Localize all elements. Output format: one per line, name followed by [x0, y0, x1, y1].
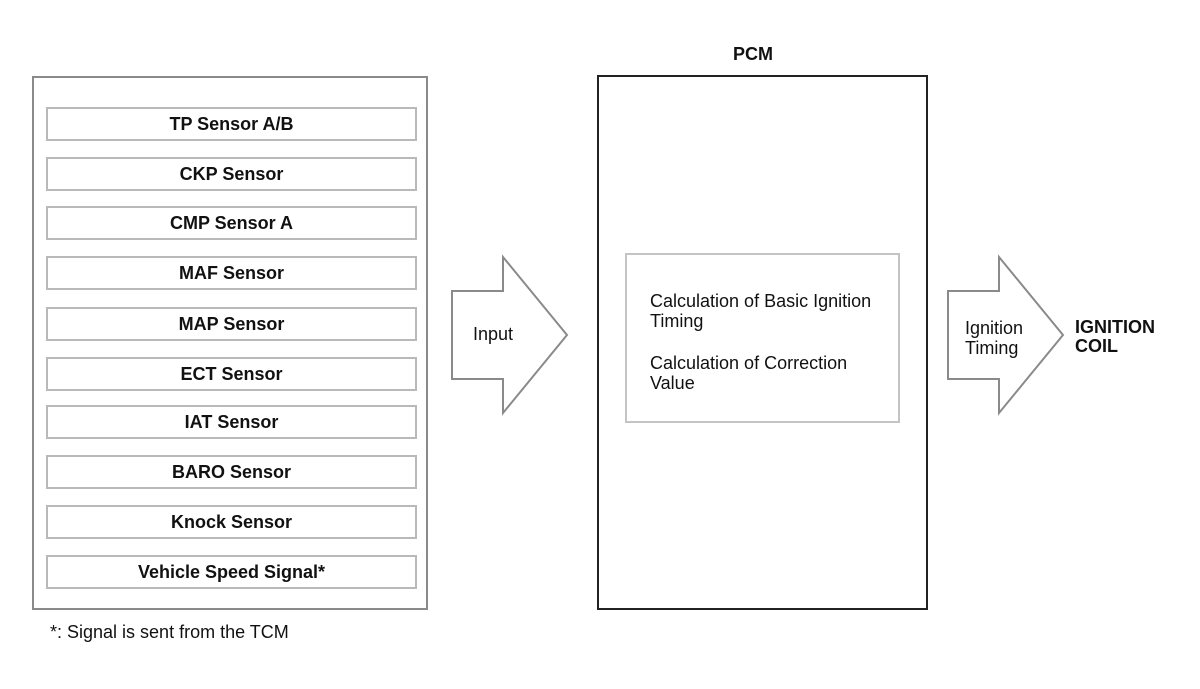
output-arrow-label: Ignition Timing — [965, 318, 1023, 358]
pcm-title: PCM — [733, 44, 773, 64]
input-arrow — [451, 254, 569, 416]
pcm-box — [597, 75, 928, 610]
sensor-ckp: CKP Sensor — [46, 157, 417, 191]
sensor-input-panel — [32, 76, 428, 610]
sensor-tp: TP Sensor A/B — [46, 107, 417, 141]
output-arrow — [947, 254, 1065, 416]
ignition-coil-line2: COIL — [1075, 336, 1118, 356]
sensor-vehicle-speed: Vehicle Speed Signal* — [46, 555, 417, 589]
sensor-iat: IAT Sensor — [46, 405, 417, 439]
calculation-box — [625, 253, 900, 423]
sensor-ect: ECT Sensor — [46, 357, 417, 391]
sensor-map: MAP Sensor — [46, 307, 417, 341]
footnote: *: Signal is sent from the TCM — [50, 622, 289, 642]
sensor-knock: Knock Sensor — [46, 505, 417, 539]
calc-basic-ignition-timing: Calculation of Basic Ignition Timing — [650, 291, 872, 331]
output-arrow-label-line1: Ignition — [965, 318, 1024, 338]
input-arrow-label: Input — [473, 324, 514, 344]
sensor-maf: MAF Sensor — [46, 256, 417, 290]
sensor-cmp: CMP Sensor A — [46, 206, 417, 240]
ignition-coil-label: IGNITION COIL — [1075, 318, 1155, 356]
output-arrow-label-line2: Timing — [965, 338, 1019, 358]
sensor-baro: BARO Sensor — [46, 455, 417, 489]
ignition-coil-line1: IGNITION — [1075, 317, 1155, 337]
calc-correction-value: Calculation of Correction Value — [650, 353, 848, 393]
